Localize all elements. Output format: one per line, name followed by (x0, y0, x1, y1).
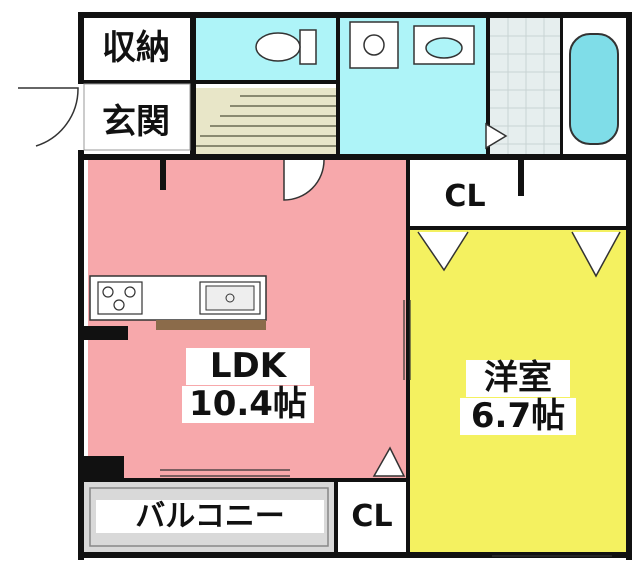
closet-top-label: CL (444, 179, 486, 214)
balcony-label: バルコニー (96, 500, 324, 533)
walls (78, 12, 632, 560)
bathtub-fixture (569, 33, 619, 145)
ldk-door-swing (283, 159, 325, 201)
washroom-door-mark (485, 122, 508, 150)
ldk-bottom-door-mark (372, 446, 406, 477)
ldk-size-label: 10.4帖 (182, 385, 314, 424)
bath-tiles (490, 18, 560, 156)
entrance-door-swing (18, 87, 79, 147)
western-door-marks (417, 231, 621, 278)
entrance-label: 玄関 (88, 103, 184, 142)
western-room-name-label: 洋室 (466, 359, 570, 398)
wash-basin-fixture (413, 25, 475, 65)
balcony-outline (89, 487, 329, 547)
western-room-size-label: 6.7帖 (460, 397, 576, 436)
storage-label: 収納 (88, 29, 184, 68)
ldk-name-label: LDK (186, 347, 310, 386)
closet-bottom-label: CL (351, 499, 393, 534)
toilet-fixture (255, 29, 317, 65)
kitchen-counter (89, 275, 267, 330)
window-lines (160, 300, 612, 557)
stairs-area (196, 88, 336, 154)
closet-bottom-area (338, 482, 406, 552)
washing-machine-fixture (349, 21, 399, 69)
stairs-steps (196, 95, 336, 147)
